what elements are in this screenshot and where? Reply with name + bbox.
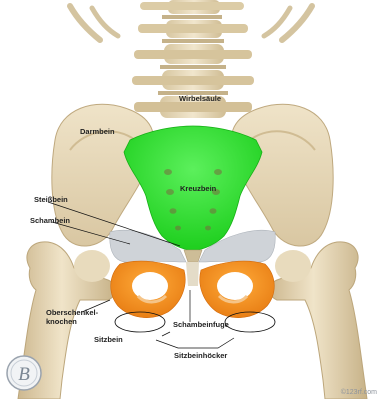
brand-logo: B: [7, 356, 41, 390]
label-schambein: Schambein: [30, 217, 70, 226]
brand-logo-letter: B: [18, 364, 30, 385]
label-darmbein: Darmbein: [80, 128, 115, 137]
leader-sitzbeinhoecker: [156, 338, 234, 348]
label-schambeinfuge: Schambeinfuge: [173, 321, 229, 330]
label-steissbein: Steißbein: [34, 196, 68, 205]
label-wirbelsaeule: Wirbelsäule: [179, 95, 221, 104]
label-sitzbeinhoecker: Sitzbeinhöcker: [174, 352, 227, 361]
watermark-text: ©123rf.com: [341, 389, 377, 396]
label-kreuzbein: Kreuzbein: [180, 185, 216, 194]
label-oberschenkelknochen: Oberschenkel-knochen: [46, 309, 82, 326]
label-sitzbein: Sitzbein: [94, 336, 123, 345]
coccyx: [184, 250, 202, 262]
